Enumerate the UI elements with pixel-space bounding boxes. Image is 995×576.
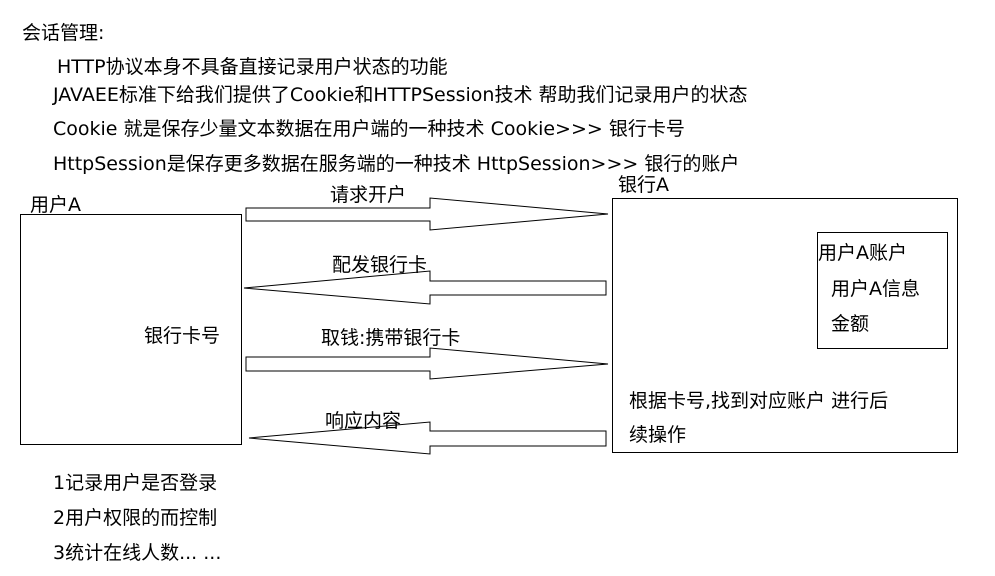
arrow-label-response: 响应内容 — [325, 410, 402, 432]
user-title: 用户A — [30, 194, 81, 216]
footer-item-2: 2用户权限的而控制 — [53, 507, 218, 529]
arrow-withdraw-with-card — [245, 347, 609, 380]
user-card-label: 银行卡号 — [144, 325, 221, 347]
user-box — [20, 214, 242, 445]
footer-item-1: 1记录用户是否登录 — [53, 472, 218, 494]
bank-title: 银行A — [618, 174, 669, 196]
bank-note-line-2: 续操作 — [629, 424, 687, 446]
intro-line-3: Cookie 就是保存少量文本数据在用户端的一种技术 Cookie>>> 银行卡… — [53, 118, 685, 140]
arrow-issue-card — [243, 270, 607, 305]
page-title: 会话管理: — [22, 22, 105, 44]
account-info: 用户A信息 — [831, 278, 920, 300]
arrow-response — [248, 421, 607, 455]
footer-item-3: 3统计在线人数... ... — [53, 542, 222, 564]
bank-note-line-1: 根据卡号,找到对应账户 进行后 — [629, 390, 889, 412]
account-title: 用户A账户 — [818, 242, 907, 264]
arrow-label-issue-card: 配发银行卡 — [332, 254, 428, 276]
intro-line-2: JAVAEE标准下给我们提供了Cookie和HTTPSession技术 帮助我们… — [53, 84, 748, 106]
account-amount: 金额 — [831, 313, 870, 335]
arrow-label-request-account: 请求开户 — [330, 184, 407, 206]
arrow-request-account — [245, 197, 609, 231]
account-box — [817, 232, 948, 349]
intro-line-4: HttpSession是保存更多数据在服务端的一种技术 HttpSession>… — [53, 153, 740, 175]
intro-line-1: HTTP协议本身不具备直接记录用户状态的功能 — [57, 56, 448, 78]
arrow-label-withdraw: 取钱:携带银行卡 — [321, 327, 461, 349]
